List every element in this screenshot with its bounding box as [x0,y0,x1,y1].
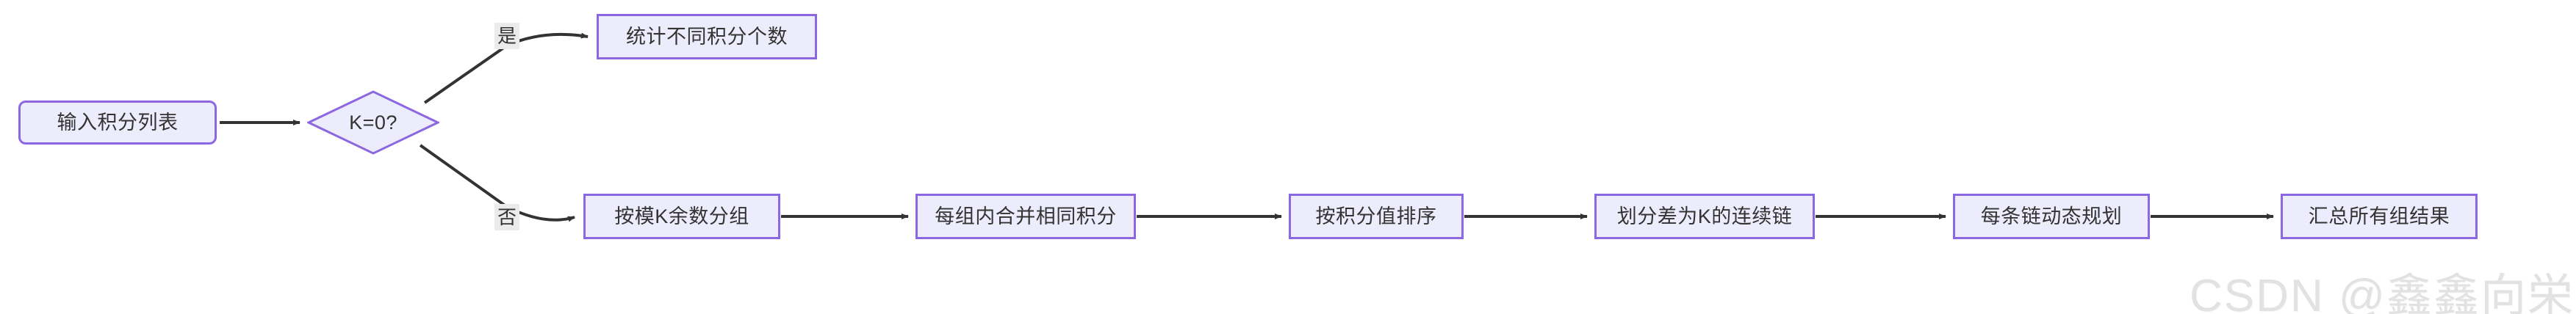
node-summarize-label: 汇总所有组结果 [2308,205,2450,227]
diamond-shape [307,90,439,155]
node-group-label: 按模K余数分组 [614,205,749,227]
node-input-label: 输入积分列表 [57,111,179,134]
edge-label-no: 否 [494,204,520,230]
edge-label-yes: 是 [494,23,520,49]
node-dp-label: 每条链动态规划 [1980,205,2123,227]
node-summarize[interactable]: 汇总所有组结果 [2281,194,2478,239]
node-chain-label: 划分差为K的连续链 [1616,205,1793,227]
node-sort-label: 按积分值排序 [1315,205,1437,227]
node-decision-label: K=0? [349,111,397,134]
node-count-label: 统计不同积分个数 [626,25,788,48]
node-count[interactable]: 统计不同积分个数 [597,14,817,59]
node-chain[interactable]: 划分差为K的连续链 [1594,194,1815,239]
node-input[interactable]: 输入积分列表 [18,101,217,145]
node-decision[interactable]: K=0? [307,90,439,155]
node-dp[interactable]: 每条链动态规划 [1953,194,2150,239]
node-group[interactable]: 按模K余数分组 [583,194,780,239]
node-merge[interactable]: 每组内合并相同积分 [915,194,1136,239]
node-merge-label: 每组内合并相同积分 [935,205,1117,227]
node-sort[interactable]: 按积分值排序 [1289,194,1464,239]
watermark: CSDN @鑫鑫向栄 [2190,271,2575,314]
